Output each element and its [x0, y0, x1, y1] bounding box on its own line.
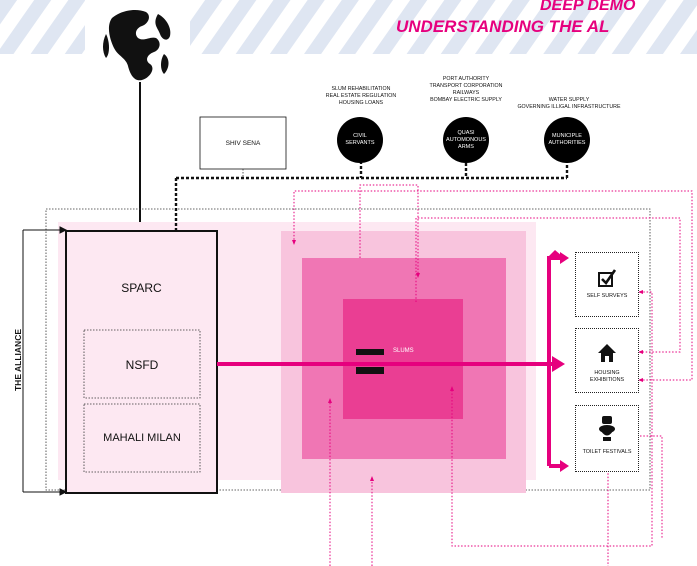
slum-tag-1 [356, 349, 384, 355]
outer-frame [45, 208, 651, 491]
pink-arrow-heads [292, 240, 643, 481]
alliance-box [65, 230, 218, 494]
slum-square-inner [343, 299, 463, 419]
toilet-festivals-label: TOILET FESTIVALS [582, 449, 632, 455]
mahali-milan-label: MAHALI MILAN [103, 432, 181, 444]
toilet-festivals-box: TOILET FESTIVALS [575, 405, 639, 472]
mahali-milan-box [83, 403, 201, 473]
self-surveys-label: SELF SURVEYS [586, 293, 628, 299]
self-surveys-box: SELF SURVEYS [575, 252, 639, 317]
slum-tag-2 [356, 367, 384, 374]
slums-label: SLUMS [393, 348, 414, 354]
header-subtitle: UNDERSTANDING THE AL [396, 17, 610, 36]
alliance-bracket [22, 226, 68, 496]
header-title: DEEP DEMO [540, 0, 636, 14]
sparc-label: SPARC [121, 281, 162, 295]
alliance-label: THE ALLIANCE [13, 329, 23, 392]
housing-exhibitions-box: HOUSING EXHIBITIONS [575, 328, 639, 393]
influence-lines [174, 155, 569, 231]
arrow-head-top [560, 252, 569, 264]
globe-icon [103, 10, 171, 81]
header-stripes-right [190, 0, 697, 54]
shiv-sena-label: SHIV SENA [225, 139, 261, 147]
toilet-icon [599, 416, 615, 441]
arrow-head-bottom [560, 460, 569, 472]
nsfd-box [83, 329, 201, 399]
nsfd-label: NSFD [125, 358, 159, 372]
housing-exhibitions-label: HOUSING EXHIBITIONS [589, 370, 625, 383]
checkbox-icon [598, 269, 617, 287]
house-icon [598, 344, 616, 362]
main-arrow-head [552, 356, 565, 372]
header-stripes-left [0, 0, 85, 54]
pink-dotted-connectors [293, 184, 693, 566]
